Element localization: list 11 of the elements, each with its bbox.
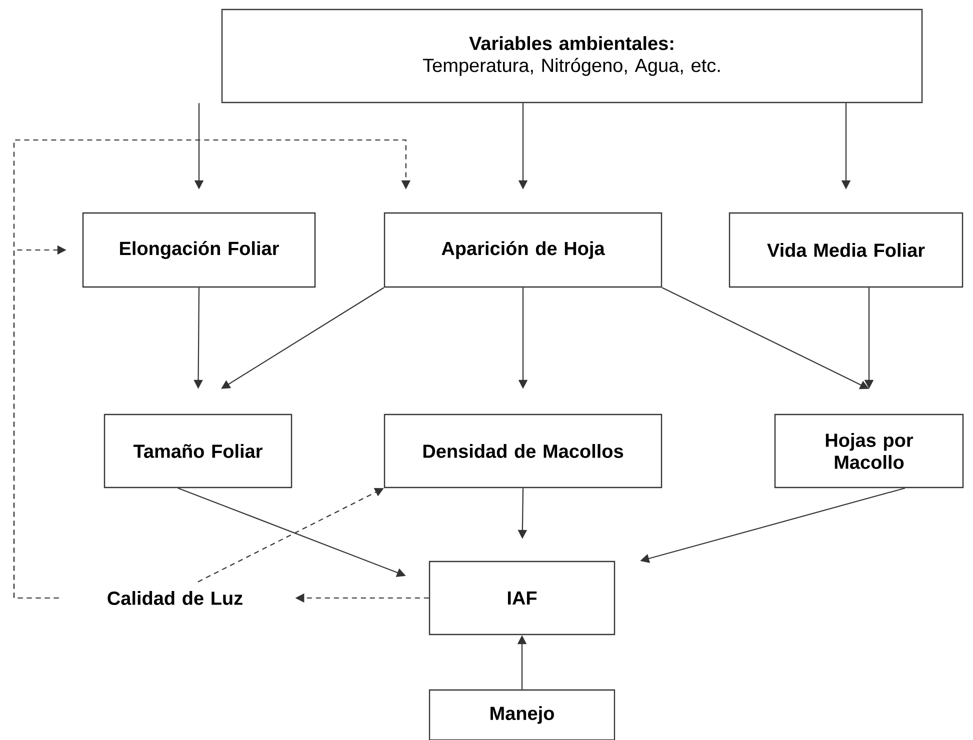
process-box: Manejo	[428, 689, 616, 740]
text-label: Calidad de Luz	[108, 591, 242, 605]
arrow	[13, 139, 411, 599]
process-box: Elongación Foliar	[82, 212, 316, 288]
process-box: Hojas por Macollo	[774, 414, 964, 488]
process-box: Densidad de Macollos	[384, 414, 662, 488]
process-box: IAF	[428, 560, 616, 636]
process-box: Aparición de Hoja	[384, 212, 662, 288]
process-box: Tamaño Foliar	[104, 414, 292, 488]
header-box: Variables ambientales: Temperatura, Nitrógeno, Agua, etc.	[221, 8, 923, 104]
process-box: Vida Media Foliar	[728, 212, 964, 288]
